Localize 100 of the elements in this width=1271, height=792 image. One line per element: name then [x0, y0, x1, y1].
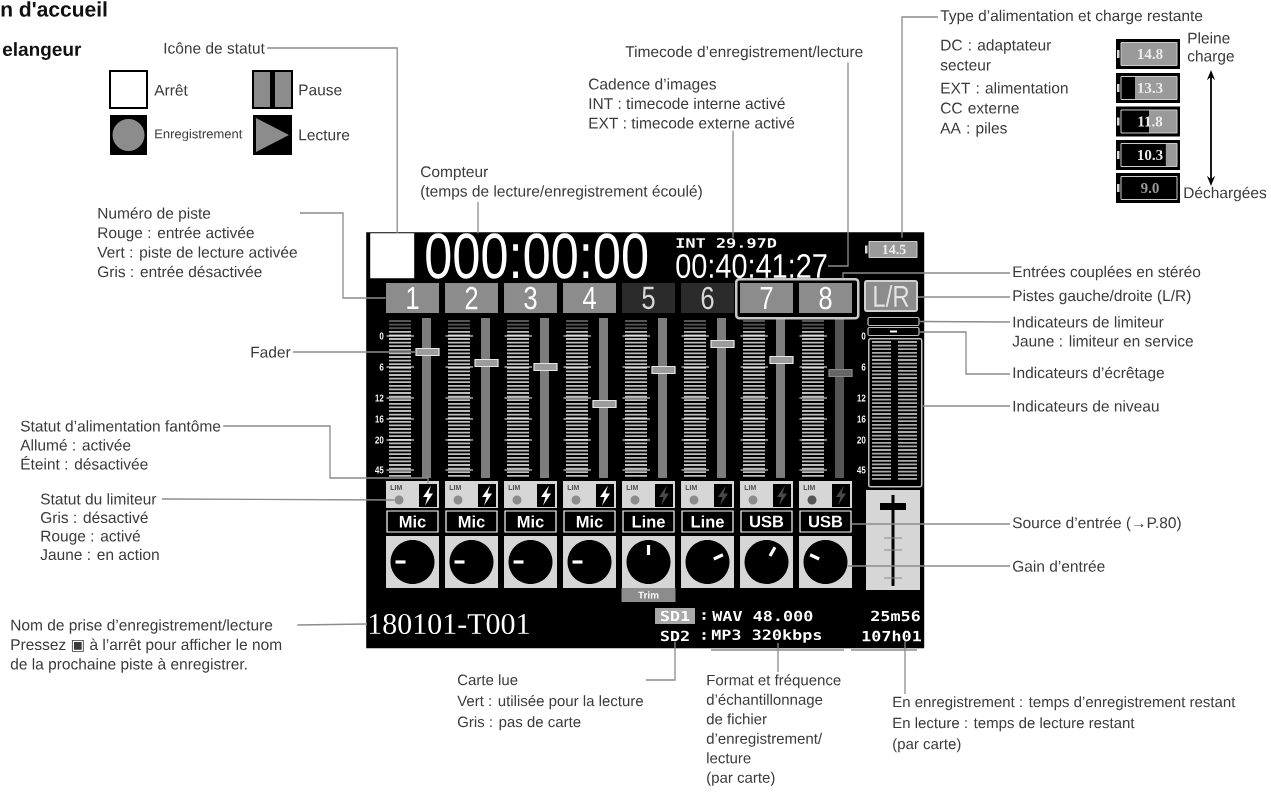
leader-line	[222, 425, 429, 485]
callout-text: Numéro de piste Rouge : entrée activée Vert : piste de lecture activée Gris : entrée désactivée	[97, 207, 297, 278]
leader-line	[645, 640, 676, 681]
callout-text: Cadence d’images INT : timecode interne activé EXT : timecode externe activé	[589, 78, 795, 129]
gain-knob	[508, 540, 553, 584]
colon: :	[702, 632, 706, 640]
page-title: n d'accueil	[1, 1, 107, 17]
track-number-box: 3	[504, 283, 557, 313]
card-label: SD2	[660, 630, 689, 642]
section-heading: elangeur	[2, 42, 82, 60]
leader-line	[847, 565, 1011, 567]
leader-line	[477, 201, 479, 234]
leader-line	[917, 296, 1011, 298]
battery-indicator: 10.3	[1116, 140, 1180, 170]
track-number-box: 8	[799, 283, 852, 313]
gain-knob	[567, 540, 612, 584]
timecode-text: 00:40:41:27	[676, 253, 827, 279]
track-number-box: 6	[681, 283, 734, 313]
callout-text: Pistes gauche/droite (L/R)	[1013, 289, 1191, 305]
limiter-indicator	[867, 316, 920, 327]
note-text: Déchargées	[1184, 186, 1267, 202]
leader-line	[296, 623, 368, 626]
scale-number: 20	[375, 436, 384, 444]
callout-text: Icône de statut	[164, 42, 265, 54]
scale-number: 12	[375, 394, 384, 402]
callout-text: Indicateurs de limiteur Jaune : limiteur en service	[1012, 316, 1193, 347]
callout-text: Type d’alimentation et charge restante	[940, 9, 1203, 25]
leader-line	[732, 130, 734, 239]
legend-label: Enregistrement	[155, 128, 243, 142]
scale-number: 0	[379, 332, 384, 340]
gain-knob	[744, 540, 789, 584]
source-box: Mic	[445, 510, 498, 533]
leader-line	[904, 640, 906, 695]
leader-line	[901, 16, 939, 239]
track-number-box: 1	[386, 283, 439, 313]
source-box: USB	[799, 510, 852, 533]
callout-text: Timecode d’enregistrement/lecture	[625, 45, 863, 61]
source-box: Line	[622, 510, 675, 533]
colon: :	[702, 612, 706, 620]
scale-number: 16	[857, 415, 866, 423]
callout-text: Indicateurs d’écrêtage	[1013, 366, 1164, 382]
gain-knob	[449, 540, 494, 584]
time-remaining-text: 25m56	[871, 610, 920, 622]
level-meter	[868, 338, 923, 488]
source-box: Mic	[386, 510, 439, 533]
callout-text: Statut d’alimentation fantôme Allumé : activée Éteint : désactivée	[20, 420, 221, 470]
frame-rate-text: INT 29.97D	[676, 238, 777, 248]
leader-line	[266, 47, 398, 234]
source-box: Mic	[563, 510, 616, 533]
leader-line	[921, 405, 1011, 407]
source-box: USB	[740, 510, 793, 533]
scale-number: 6	[861, 363, 866, 371]
gain-knob	[626, 540, 671, 584]
callout-text: Source d’entrée (→P.80)	[1012, 516, 1181, 532]
leader-line	[292, 351, 417, 353]
callout-text: En enregistrement : temps d’enregistrement restant En lecture : temps de lecture restant (par carte)	[893, 696, 1236, 753]
time-remaining-text: 107h01	[862, 630, 921, 642]
track-number-box: 5	[622, 283, 675, 313]
fader-knob	[415, 347, 440, 357]
link-frame	[735, 278, 860, 320]
track-number-box: 4	[563, 283, 616, 313]
scale-number: 45	[857, 466, 866, 474]
battery-indicator: 9.0	[1116, 173, 1180, 203]
callout-text: Indicateurs de niveau	[1013, 400, 1159, 412]
scale-number: 6	[379, 363, 384, 371]
callout-text: Statut du limiteur Gris : désactivé Rouge : activé Jaune : en action	[40, 493, 159, 561]
format-text: WAV 48.000	[712, 610, 813, 622]
callout-text: DC : adaptateur secteur	[940, 39, 1052, 71]
leader-line	[299, 212, 387, 299]
gain-knob	[390, 540, 435, 584]
callout-text: Carte lue Vert : utilisée pour la lecture Gris : pas de carte	[457, 674, 643, 731]
scale-number: 45	[375, 466, 384, 474]
clip-indicator	[867, 326, 920, 337]
leader-line	[918, 320, 1011, 323]
lr-box: L/R	[864, 280, 918, 312]
battery-indicator: 14.8	[1116, 39, 1180, 69]
battery-indicator: 14.5	[864, 238, 920, 261]
square-icon	[370, 233, 415, 279]
callout-text: Gain d’entrée	[1013, 560, 1105, 572]
time-counter: 000:00:00	[426, 233, 648, 279]
leader-line	[161, 498, 395, 501]
leader-line	[842, 272, 1011, 279]
leader-line	[850, 523, 1011, 525]
callout-text: Nom de prise d’enregistrement/lecture Pressez ▣ à l’arrêt pour afficher le nom de la prochaine piste à enregistrer.	[10, 619, 282, 673]
legend-label: Lecture	[299, 129, 350, 141]
callout-text: Entrées couplées en stéréo	[1013, 265, 1201, 281]
scale-number: 20	[857, 436, 866, 444]
source-box: Mic	[504, 510, 557, 533]
track-number-box: 7	[740, 283, 793, 313]
leader-line	[777, 642, 779, 673]
lightning-icon	[419, 484, 437, 507]
scale-number: 0	[861, 332, 866, 340]
note-text: Pleine charge	[1187, 32, 1234, 65]
callout-text: Fader	[251, 346, 291, 358]
callout-text: EXT : alimentation CC externe	[941, 82, 1068, 114]
leader-line	[918, 331, 1011, 375]
track-number-box: 2	[445, 283, 498, 313]
gain-knob	[803, 540, 848, 584]
scale-number: 16	[375, 415, 384, 423]
callout-text: Format et fréquence d’échantillonnage de fichier d’enregistrement/ lecture (par carte)	[706, 674, 841, 786]
